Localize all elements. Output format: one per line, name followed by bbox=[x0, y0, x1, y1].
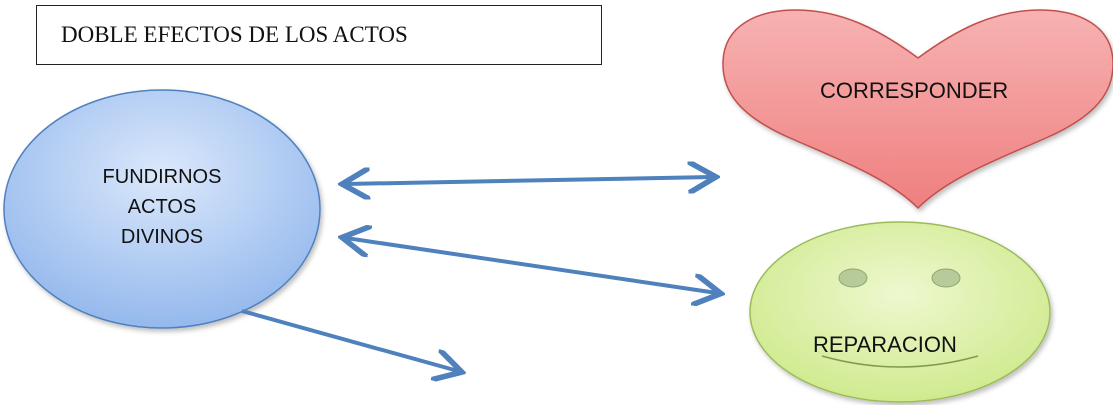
arrow-oval-smiley bbox=[346, 238, 717, 293]
reparacion-smiley bbox=[749, 221, 1051, 403]
fundirnos-oval bbox=[3, 89, 321, 329]
smiley-left-eye bbox=[838, 268, 868, 288]
title-box: DOBLE EFECTOS DE LOS ACTOS bbox=[36, 5, 602, 65]
oval-label-line-2: ACTOS bbox=[127, 196, 197, 218]
smiley-right-eye bbox=[931, 268, 961, 288]
arrow-oval-heart bbox=[346, 177, 712, 184]
oval-label-line-1: FUNDIRNOS bbox=[102, 166, 222, 188]
arrow-oval-down bbox=[241, 309, 458, 371]
oval-label-line-3: DIVINOS bbox=[120, 226, 204, 248]
smiley-mouth bbox=[821, 355, 979, 368]
corresponder-heart bbox=[722, 9, 1113, 210]
diagram-title: DOBLE EFECTOS DE LOS ACTOS bbox=[61, 22, 408, 47]
heart-label: CORRESPONDER bbox=[820, 78, 1009, 103]
smiley-label: REPARACION bbox=[813, 332, 957, 357]
oval-label: FUNDIRNOS ACTOS DIVINOS bbox=[58, 162, 266, 252]
